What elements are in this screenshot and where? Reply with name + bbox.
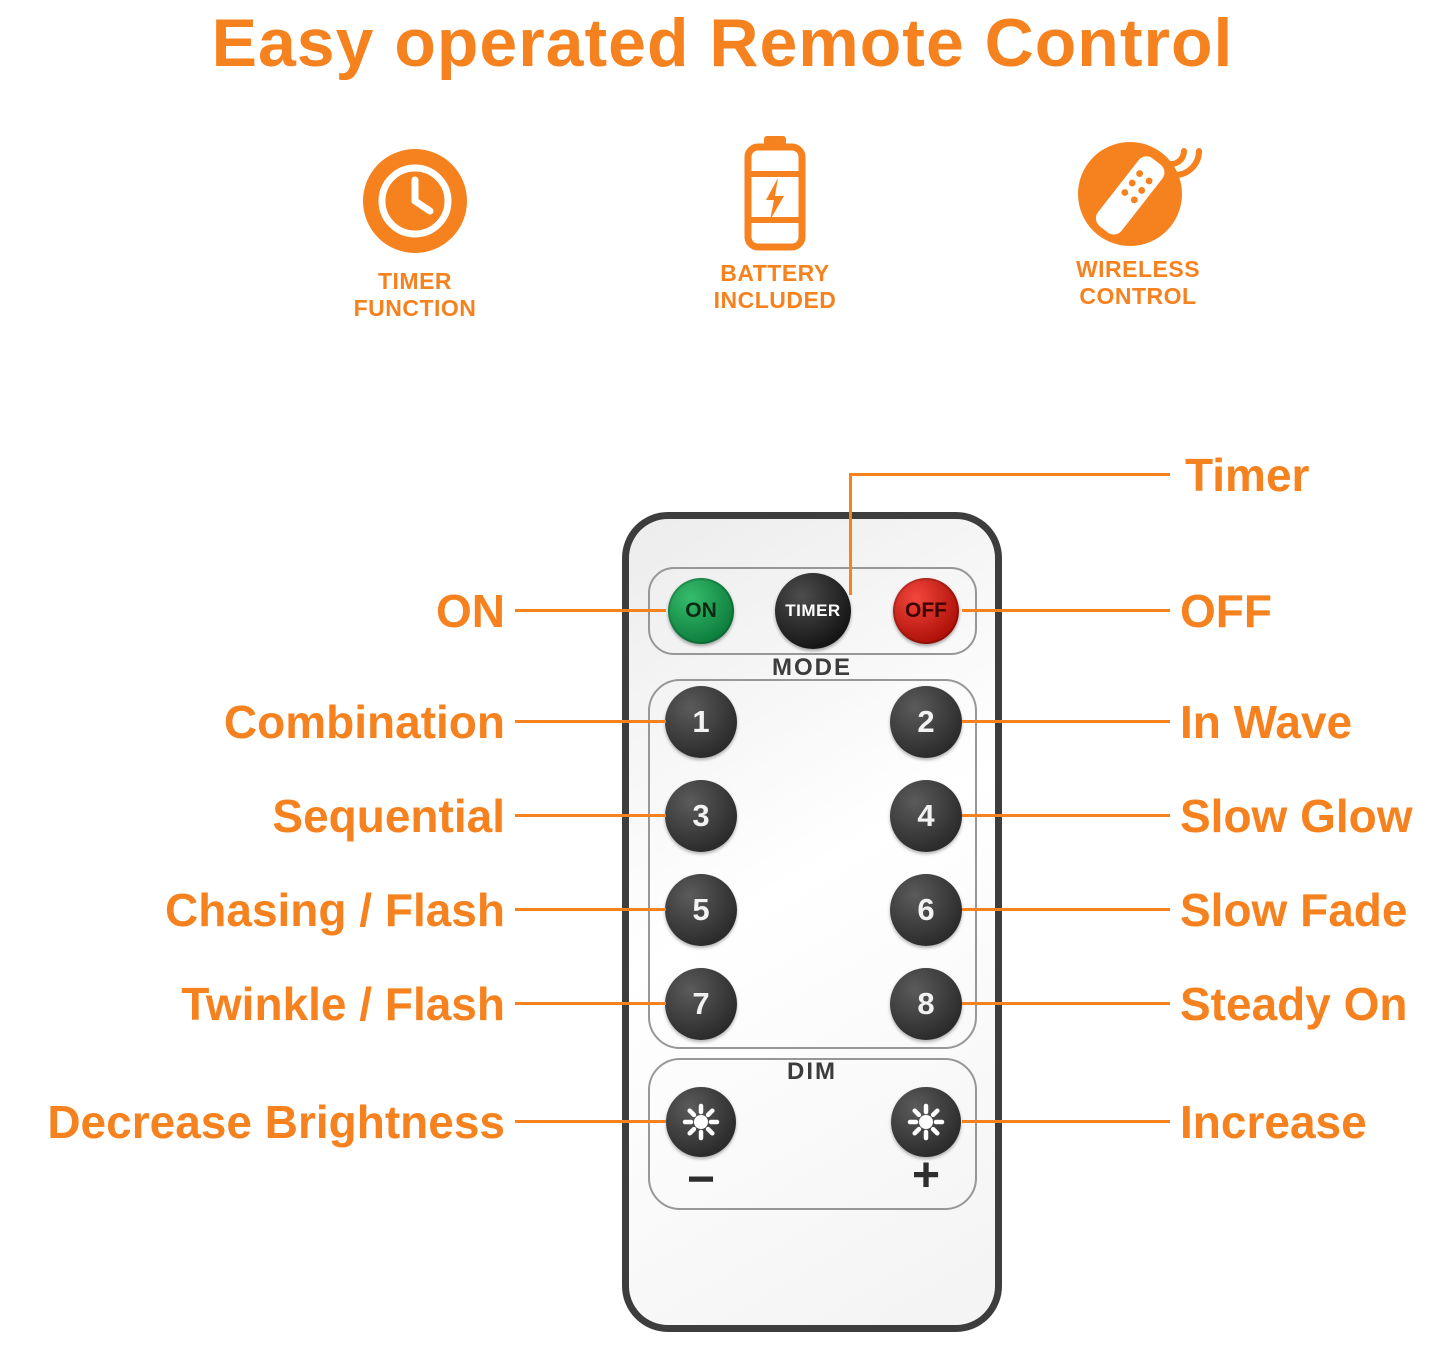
timer-clock-icon	[305, 142, 525, 260]
battery-icon	[665, 134, 885, 252]
annotation-off: OFF	[1180, 585, 1272, 637]
feature-battery-included: BATTERY INCLUDED	[665, 134, 885, 314]
annotation-increase: Increase	[1180, 1096, 1367, 1148]
dim-button-group	[648, 1058, 977, 1210]
plus-sign: +	[911, 1149, 941, 1202]
connector-line-left	[515, 1002, 666, 1005]
mode-section-label: MODE	[772, 654, 852, 681]
feature-label-line2: CONTROL	[1079, 283, 1197, 309]
annotation-on: ON	[436, 585, 505, 637]
off-button[interactable]: OFF	[893, 578, 959, 644]
feature-label-line1: WIRELESS	[1075, 256, 1201, 282]
feature-wireless-control: WIRELESS CONTROL	[1028, 130, 1248, 310]
connector-line-right	[962, 609, 1170, 612]
brightness-down-button[interactable]	[666, 1087, 736, 1157]
mode-button-7[interactable]: 7	[665, 968, 737, 1040]
feature-label-line2: FUNCTION	[353, 295, 477, 321]
annotation-sequential: Sequential	[272, 790, 505, 842]
annotation-in-wave: In Wave	[1180, 696, 1353, 748]
annotation-steady-on: Steady On	[1180, 978, 1408, 1030]
mode-button-4[interactable]: 4	[890, 780, 962, 852]
connector-line-right	[962, 1002, 1170, 1005]
connector-line-right	[962, 814, 1170, 817]
connector-line-right	[962, 908, 1170, 911]
feature-label: WIRELESS CONTROL	[1028, 256, 1248, 310]
timer-button[interactable]: TIMER	[775, 573, 851, 649]
mode-button-group	[648, 679, 977, 1049]
sun-icon	[907, 1103, 945, 1141]
connector-line-left	[515, 1120, 666, 1123]
connector-line-timer-vertical	[849, 473, 852, 595]
connector-line-left	[515, 814, 666, 817]
connector-line-left	[515, 908, 666, 911]
brightness-up-button[interactable]	[891, 1087, 961, 1157]
connector-line-left	[515, 720, 666, 723]
dim-section-label: DIM	[787, 1058, 837, 1085]
connector-line-right	[962, 720, 1170, 723]
connector-line-left	[515, 609, 666, 612]
mode-button-3[interactable]: 3	[665, 780, 737, 852]
annotation-slow-fade: Slow Fade	[1180, 884, 1408, 936]
mode-button-5[interactable]: 5	[665, 874, 737, 946]
feature-label: TIMER FUNCTION	[305, 268, 525, 322]
feature-label-line1: TIMER	[377, 268, 453, 294]
mode-button-2[interactable]: 2	[890, 686, 962, 758]
on-button[interactable]: ON	[668, 578, 734, 644]
feature-timer-function: TIMER FUNCTION	[305, 142, 525, 322]
mode-button-8[interactable]: 8	[890, 968, 962, 1040]
annotation-decrease-brightness: Decrease Brightness	[47, 1096, 505, 1148]
annotation-combination: Combination	[223, 696, 505, 748]
annotation-chasing-flash: Chasing / Flash	[165, 884, 505, 936]
connector-line-right	[962, 1120, 1170, 1123]
annotation-timer: Timer	[1185, 449, 1310, 501]
page-title: Easy operated Remote Control	[211, 5, 1234, 81]
feature-label: BATTERY INCLUDED	[665, 260, 885, 314]
feature-label-line2: INCLUDED	[713, 287, 837, 313]
annotation-twinkle-flash: Twinkle / Flash	[181, 978, 505, 1030]
annotation-slow-glow: Slow Glow	[1180, 790, 1413, 842]
connector-line-timer-horizontal	[849, 473, 1170, 476]
mode-button-1[interactable]: 1	[665, 686, 737, 758]
minus-sign: −	[686, 1153, 716, 1206]
sun-icon	[682, 1103, 720, 1141]
wireless-remote-icon	[1028, 130, 1248, 248]
mode-button-6[interactable]: 6	[890, 874, 962, 946]
remote-control: ON TIMER OFF MODE 1 2 3 4 5 6 7 8 DIM	[622, 512, 1002, 1332]
feature-label-line1: BATTERY	[720, 260, 830, 286]
